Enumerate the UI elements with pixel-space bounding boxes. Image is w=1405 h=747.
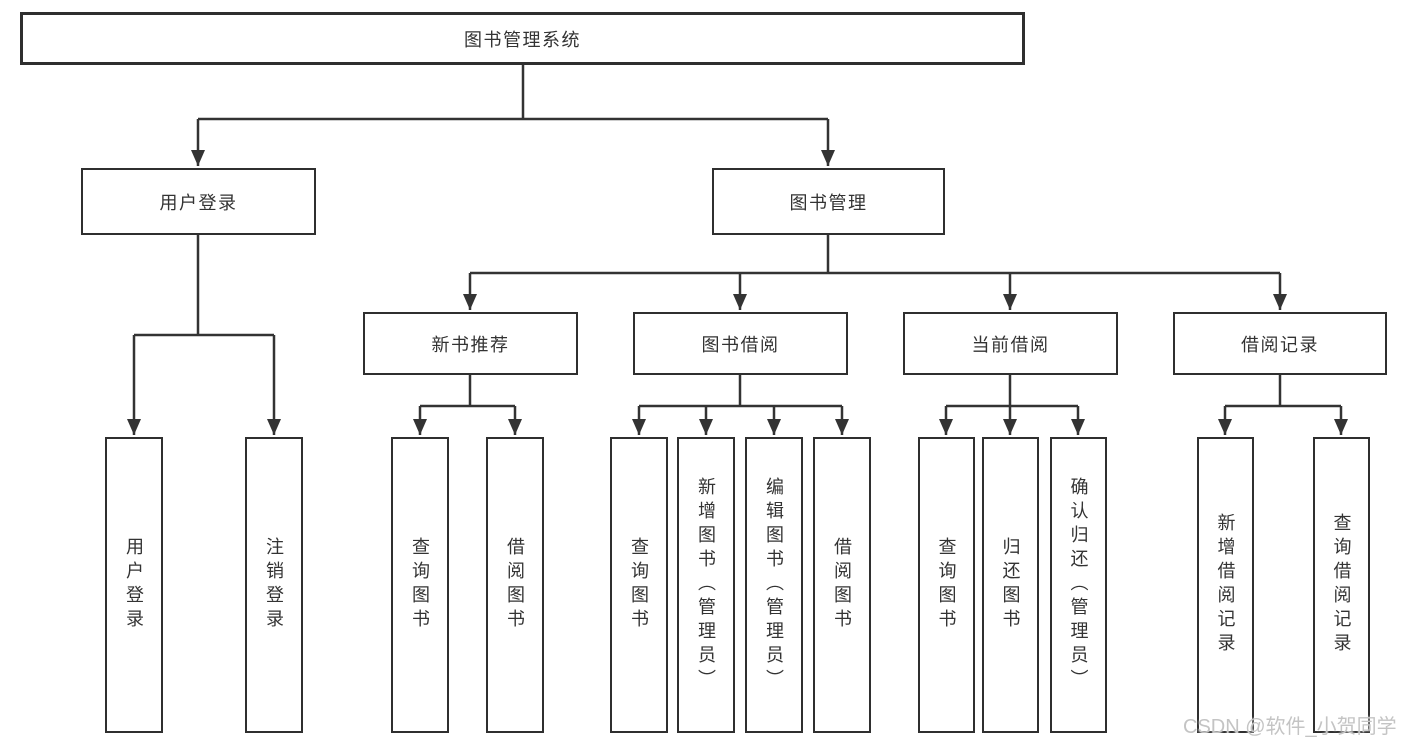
node-borrow-record: 借阅记录 [1173, 312, 1387, 375]
leaf-br-add-record: 新增借阅记录 [1197, 437, 1254, 733]
node-label: 注销登录 [264, 537, 284, 633]
node-new-book-recommend: 新书推荐 [363, 312, 578, 375]
leaf-bb-add-book-admin: 新增图书（管理员） [677, 437, 735, 733]
leaf-bb-query-book: 查询图书 [610, 437, 668, 733]
leaf-rec-query-book: 查询图书 [391, 437, 449, 733]
node-label: 查询图书 [410, 537, 430, 633]
node-library-management-system: 图书管理系统 [20, 12, 1025, 65]
node-label: 图书借阅 [701, 334, 780, 355]
leaf-logout: 注销登录 [245, 437, 303, 733]
node-book-management: 图书管理 [712, 168, 945, 235]
node-label: 归还图书 [1000, 537, 1021, 633]
leaf-rec-borrow-book: 借阅图书 [486, 437, 544, 733]
node-label: 借阅图书 [505, 537, 525, 633]
leaf-br-query-record: 查询借阅记录 [1313, 437, 1370, 733]
node-current-borrow: 当前借阅 [903, 312, 1118, 375]
leaf-cb-query-book: 查询图书 [918, 437, 975, 733]
node-label: 查询借阅记录 [1331, 513, 1352, 657]
node-label: 用户登录 [124, 537, 144, 633]
node-label: 借阅图书 [832, 537, 852, 633]
node-label: 图书管理 [789, 192, 868, 213]
leaf-bb-edit-book-admin: 编辑图书（管理员） [745, 437, 803, 733]
leaf-cb-confirm-return-admin: 确认归还（管理员） [1050, 437, 1107, 733]
node-label: 用户登录 [159, 192, 238, 213]
node-label: 编辑图书（管理员） [764, 477, 784, 693]
node-label: 查询图书 [936, 537, 957, 633]
node-user-login: 用户登录 [81, 168, 316, 235]
leaf-bb-borrow-book: 借阅图书 [813, 437, 871, 733]
node-label: 确认归还（管理员） [1068, 477, 1089, 693]
node-label: 新书推荐 [431, 334, 510, 355]
node-label: 查询图书 [629, 537, 649, 633]
leaf-user-login: 用户登录 [105, 437, 163, 733]
node-label: 新增借阅记录 [1215, 513, 1236, 657]
node-label: 借阅记录 [1241, 334, 1319, 355]
leaf-cb-return-book: 归还图书 [982, 437, 1039, 733]
node-book-borrow: 图书借阅 [633, 312, 848, 375]
csdn-watermark: CSDN @软件_小贺同学 [1183, 716, 1397, 738]
node-label: 当前借阅 [971, 334, 1050, 355]
node-label: 图书管理系统 [464, 29, 581, 50]
node-label: 新增图书（管理员） [696, 477, 716, 693]
